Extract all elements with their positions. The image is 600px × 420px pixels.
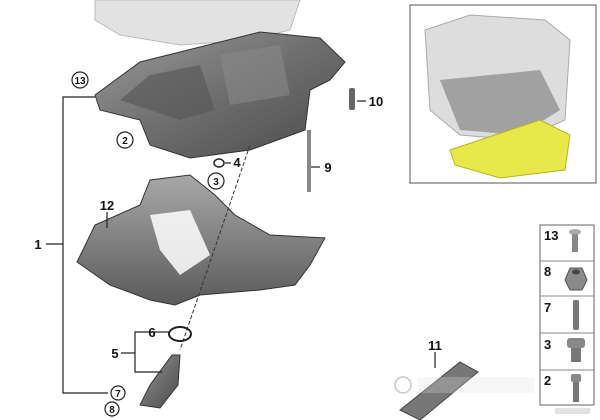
sensor-10 [349,88,355,110]
callout-7: 7 [115,389,121,400]
parts-panel: 13 8 7 3 2 [539,224,595,406]
bolt-9 [307,130,311,192]
callout-9: 9 [324,160,331,175]
watermark-logo [394,376,590,414]
assembly-line [179,144,251,351]
upper-oil-pan [94,31,346,159]
callout-12: 12 [100,198,114,213]
panel-label-3: 3 [544,337,551,352]
oil-pump-pickup-5 [139,354,181,409]
panel-label-8: 8 [544,264,551,279]
engine-block [94,0,301,46]
callout-6: 6 [148,325,155,340]
bracket-1 [62,96,108,394]
callout-3: 3 [213,177,219,188]
callout-1: 1 [34,237,41,252]
engine-inset [409,4,597,184]
callout-5: 5 [111,346,118,361]
callout-10: 10 [369,94,383,109]
sealant-tube-11 [399,361,479,420]
seal-ring-4 [213,158,225,168]
oil-pan-baffle [76,174,326,306]
callout-11: 11 [428,338,442,353]
panel-label-7: 7 [544,300,551,315]
panel-label-2: 2 [544,373,551,388]
callout-8: 8 [109,405,115,416]
oil-pan-highlight [449,119,571,179]
callout-2: 2 [122,136,128,147]
callout-4: 4 [233,155,241,170]
panel-label-13: 13 [544,228,558,243]
o-ring-6 [168,326,192,342]
callout-13: 13 [74,76,86,87]
